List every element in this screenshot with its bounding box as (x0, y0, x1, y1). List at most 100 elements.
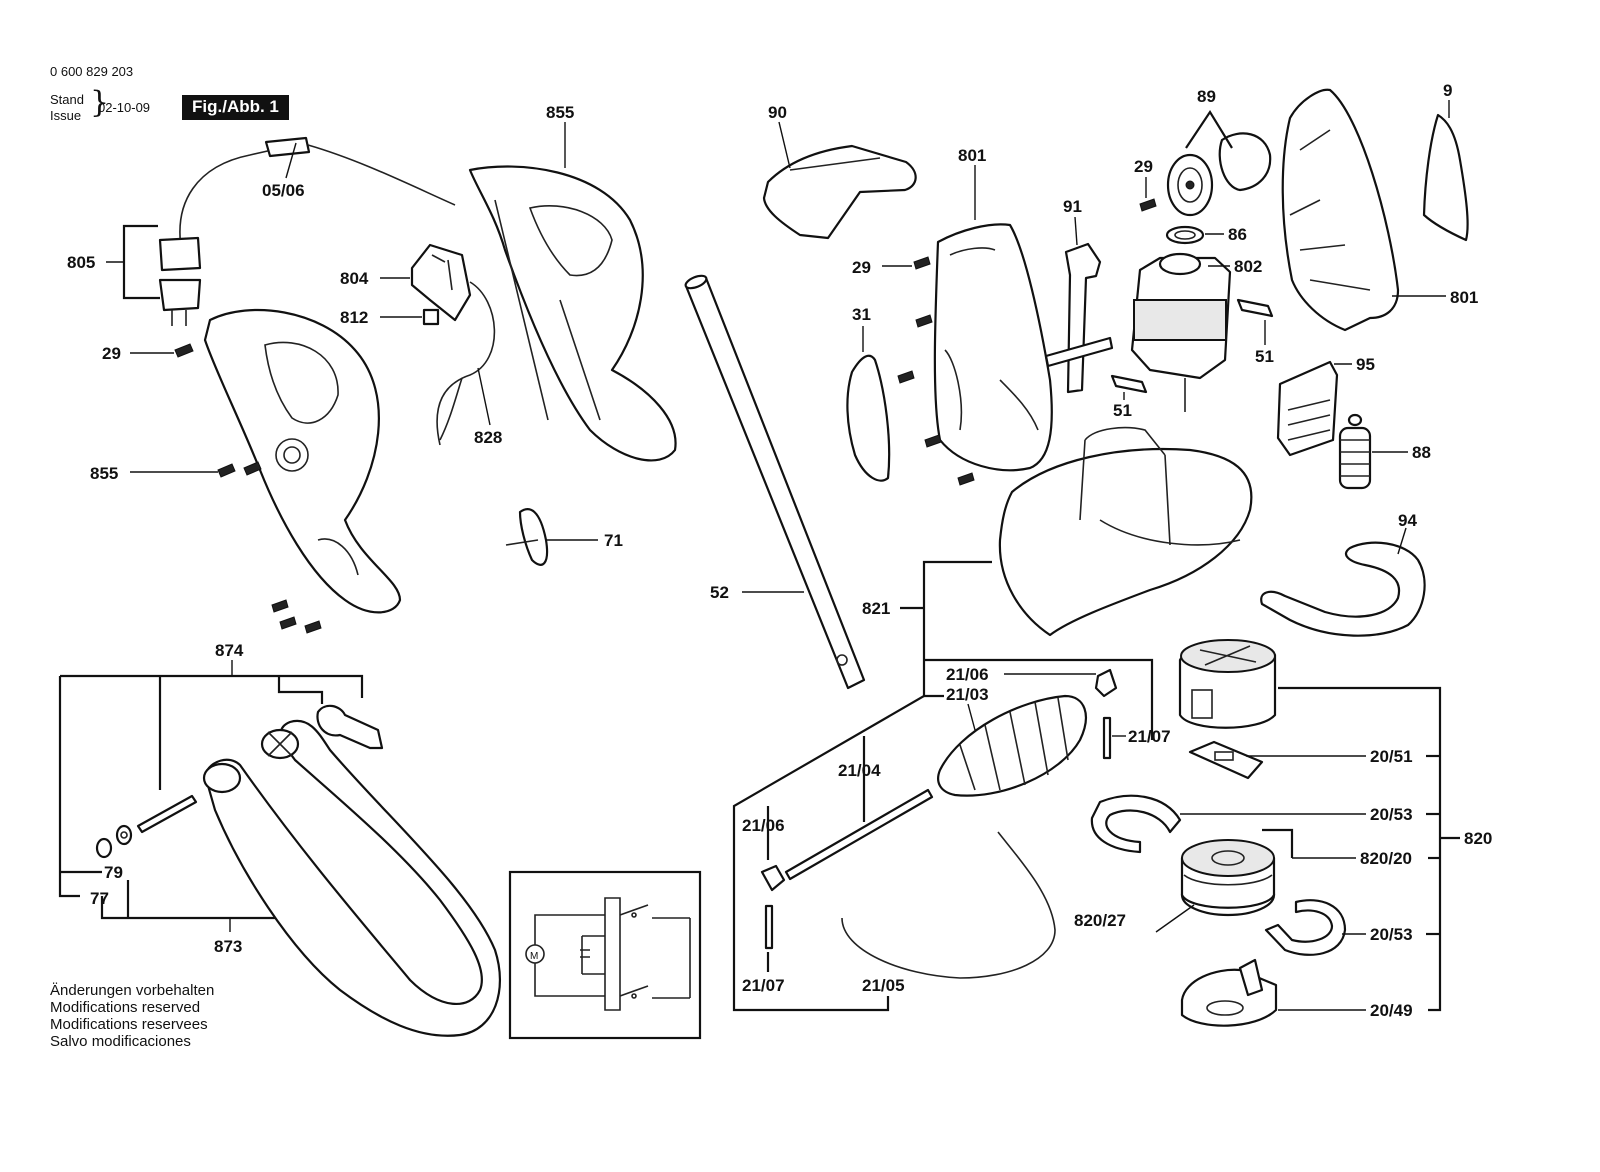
cover-90 (762, 144, 917, 240)
wire-bow-2105 (841, 831, 1056, 979)
guard-821 (998, 426, 1253, 637)
wiring-schematic: M (508, 870, 702, 1040)
motor-802 (1130, 252, 1232, 412)
footnote-en: Modifications reserved (50, 999, 201, 1016)
spool-82020 (1180, 839, 1276, 917)
callout-79: 79 (104, 863, 123, 882)
screw-2107-bottom (764, 904, 774, 950)
bellows-2103 (937, 694, 1087, 797)
callout-88: 88 (1412, 443, 1431, 462)
callout-802: 802 (1234, 257, 1262, 276)
clip-2053-bottom (1264, 899, 1347, 956)
callout-2106-top: 21/06 (946, 665, 989, 684)
callout-2106-left: 21/06 (742, 816, 785, 835)
filter-88 (1338, 413, 1372, 490)
revision-date: 02-10-09 (98, 100, 151, 115)
callout-29-right: 29 (1134, 157, 1153, 176)
callout-2049: 20/49 (1370, 1001, 1413, 1020)
callout-77: 77 (90, 889, 109, 908)
callout-2051: 20/51 (1370, 747, 1413, 766)
cover-plate-9 (1422, 113, 1469, 242)
washer-86 (1165, 225, 1205, 245)
callout-2053-bottom: 20/53 (1370, 925, 1413, 944)
callout-95: 95 (1356, 355, 1375, 374)
callout-2104: 21/04 (838, 761, 881, 780)
callout-812: 812 (340, 308, 368, 327)
handle-half-left (203, 308, 402, 614)
clip-2106-left (760, 864, 786, 892)
callout-2105: 21/05 (862, 976, 905, 995)
clip-2053-top (1090, 794, 1182, 854)
callout-0506: 05/06 (262, 181, 305, 200)
key-71 (505, 508, 549, 566)
callout-89: 89 (1197, 87, 1216, 106)
screw-group-855 (217, 461, 322, 634)
callout-29-mid: 29 (852, 258, 871, 277)
issue-label: Issue (50, 108, 82, 123)
washers-79 (95, 824, 133, 859)
callout-2107-bottom: 21/07 (742, 976, 785, 995)
footnote-fr: Modifications reservees (50, 1016, 208, 1033)
brush-holders-51 (1110, 298, 1274, 394)
callout-874: 874 (215, 641, 244, 660)
callout-71: 71 (604, 531, 623, 550)
wire-828 (436, 281, 496, 446)
housing-half-801-right (1281, 88, 1400, 332)
callout-801-top: 801 (958, 146, 986, 165)
fan-89 (1166, 132, 1272, 217)
callout-801-right: 801 (1450, 288, 1478, 307)
footnote-de: Änderungen vorbehalten (50, 982, 215, 999)
callout-855-left: 855 (90, 464, 118, 483)
callout-9: 9 (1443, 81, 1452, 100)
housing-half-801-left (933, 223, 1053, 472)
callout-90: 90 (768, 103, 787, 122)
callout-855-top: 855 (546, 103, 574, 122)
callout-820: 820 (1464, 829, 1492, 848)
stand-label: Stand (50, 92, 84, 107)
callout-2107-right: 21/07 (1128, 727, 1171, 746)
callout-2053-top: 20/53 (1370, 805, 1413, 824)
callout-805: 805 (67, 253, 95, 272)
power-cord-assembly (158, 136, 456, 326)
modification-notice: Änderungen vorbehalten Modifications res… (50, 982, 214, 1050)
callout-804: 804 (340, 269, 369, 288)
callout-52: 52 (710, 583, 729, 602)
callout-91: 91 (1063, 197, 1082, 216)
callout-31: 31 (852, 305, 871, 324)
figure-badge: Fig./Abb. 1 (182, 95, 289, 120)
cover-plate-31 (846, 354, 891, 482)
motor-symbol: M (530, 951, 538, 962)
screws-29-mid (897, 256, 975, 486)
footnote-es: Salvo modificaciones (50, 1033, 191, 1050)
callout-51-left: 51 (1113, 401, 1132, 420)
tube-52 (684, 274, 866, 690)
slider-91 (1044, 242, 1114, 394)
cover-95 (1276, 360, 1339, 457)
bow-handle-94 (1260, 541, 1426, 637)
latch-2051 (1188, 740, 1264, 780)
callout-2103: 21/03 (946, 685, 989, 704)
document-number: 0 600 829 203 (50, 64, 134, 79)
wing-bolt (316, 704, 384, 750)
cap-2049 (1180, 958, 1278, 1027)
callout-828: 828 (474, 428, 502, 447)
spool-housing (1178, 639, 1277, 729)
handle-half-right (468, 165, 677, 462)
screw-29-right (1139, 198, 1157, 212)
callout-873: 873 (214, 937, 242, 956)
switch-804 (410, 243, 472, 322)
pin-rod (136, 794, 198, 834)
callout-86: 86 (1228, 225, 1247, 244)
brace-glyph: } (90, 85, 110, 120)
loop-handle-873 (202, 719, 502, 1037)
stand-issue-labels: Stand Issue (50, 92, 84, 124)
callout-29-left: 29 (102, 344, 121, 363)
screw-29-left (174, 343, 194, 358)
callout-821: 821 (862, 599, 890, 618)
screw-2107-right (1102, 716, 1112, 760)
callout-51-right: 51 (1255, 347, 1274, 366)
callout-82027: 820/27 (1074, 911, 1126, 930)
contact-812 (422, 308, 440, 326)
callout-82020: 820/20 (1360, 849, 1412, 868)
